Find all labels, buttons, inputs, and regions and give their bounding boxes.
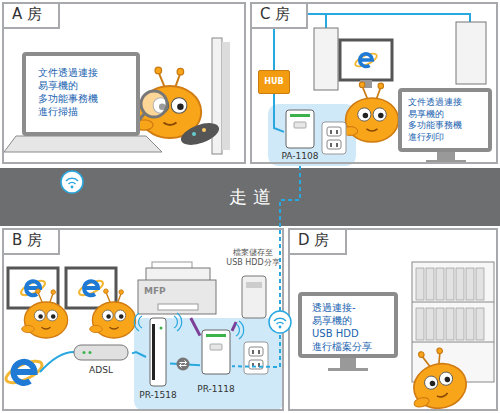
device-part [158, 304, 198, 310]
node-label: PA-1108 [272, 151, 328, 163]
device-part [290, 114, 310, 117]
node-label: 文件透過連接 易享機的 多功能事務機 進行列印 [408, 97, 466, 144]
device-part [206, 334, 226, 337]
room-label: A 房 [4, 4, 60, 29]
device-part [210, 344, 222, 350]
device-part [246, 282, 262, 288]
link-symbol [177, 358, 190, 371]
device-part [152, 324, 155, 380]
device-part [83, 351, 86, 354]
device-part [89, 351, 92, 354]
corridor-band: 走 道 [0, 168, 500, 226]
room-area: HUB 文件透過連接 易享機的 多功能事務機 進行列印 PA-1108 C 房 [250, 2, 498, 164]
modem-device: ADSL [70, 344, 132, 384]
powerline-adapter: PR-1118 [200, 330, 232, 402]
wifi-waves [236, 321, 244, 339]
monitor-screen: 文件透過連接 易享機的 多功能事務機 進行列印 [398, 88, 492, 152]
device-part [150, 318, 166, 386]
device-part [202, 330, 230, 374]
cable-link [170, 364, 200, 366]
device-shape [130, 262, 222, 318]
usb-hdd: 檔案儲存至 USB HDD分享 [222, 248, 284, 322]
laptop-screen: 文件透過連接 易享機的 多功能事務機 進行掃描 [22, 52, 140, 136]
node-label: 透過連接- 易享機的 USB HDD 進行檔案分享 [312, 301, 374, 353]
wifi-waves [134, 313, 142, 331]
cable-link [191, 318, 200, 336]
node-label: PR-1118 [188, 384, 244, 396]
wifi-waves [174, 313, 182, 331]
device-shape [70, 344, 132, 384]
device-part [138, 280, 216, 314]
node-label: 檔案儲存至 USB HDD分享 [224, 248, 282, 269]
device-part [74, 345, 128, 360]
node-label: MFP [144, 286, 184, 298]
room-area: ADSLPR-1518PR-1118MFP檔案儲存至 USB HDD分享B 房 [2, 228, 284, 411]
device-part [242, 276, 266, 318]
device-part [160, 327, 163, 330]
cable-link [232, 322, 236, 331]
hub-box: HUB [258, 70, 290, 94]
node-label: 走 道 [229, 185, 271, 208]
powerline-adapter: PA-1108 [284, 110, 316, 166]
printer-device: MFP [130, 262, 222, 318]
node-label: 文件透過連接 易享機的 多功能事務機 進行掃描 [38, 66, 104, 118]
room-label: C 房 [252, 4, 308, 29]
room-area: 文件透過連接 易享機的 多功能事務機 進行掃描 A 房 [2, 2, 246, 164]
room-label: D 房 [290, 230, 347, 255]
node-label: PR-1518 [132, 390, 184, 402]
router-device: PR-1518 [146, 318, 170, 408]
device-part [294, 122, 306, 128]
room-label: B 房 [4, 230, 60, 255]
node-label: ADSL [70, 365, 132, 377]
node-label: HUB [264, 77, 283, 87]
cable-link [132, 352, 146, 357]
room-area: 透過連接- 易享機的 USB HDD 進行檔案分享 D 房 [288, 228, 498, 411]
device-part [286, 110, 314, 148]
cable-link [274, 94, 284, 132]
monitor-screen: 透過連接- 易享機的 USB HDD 進行檔案分享 [298, 292, 398, 358]
